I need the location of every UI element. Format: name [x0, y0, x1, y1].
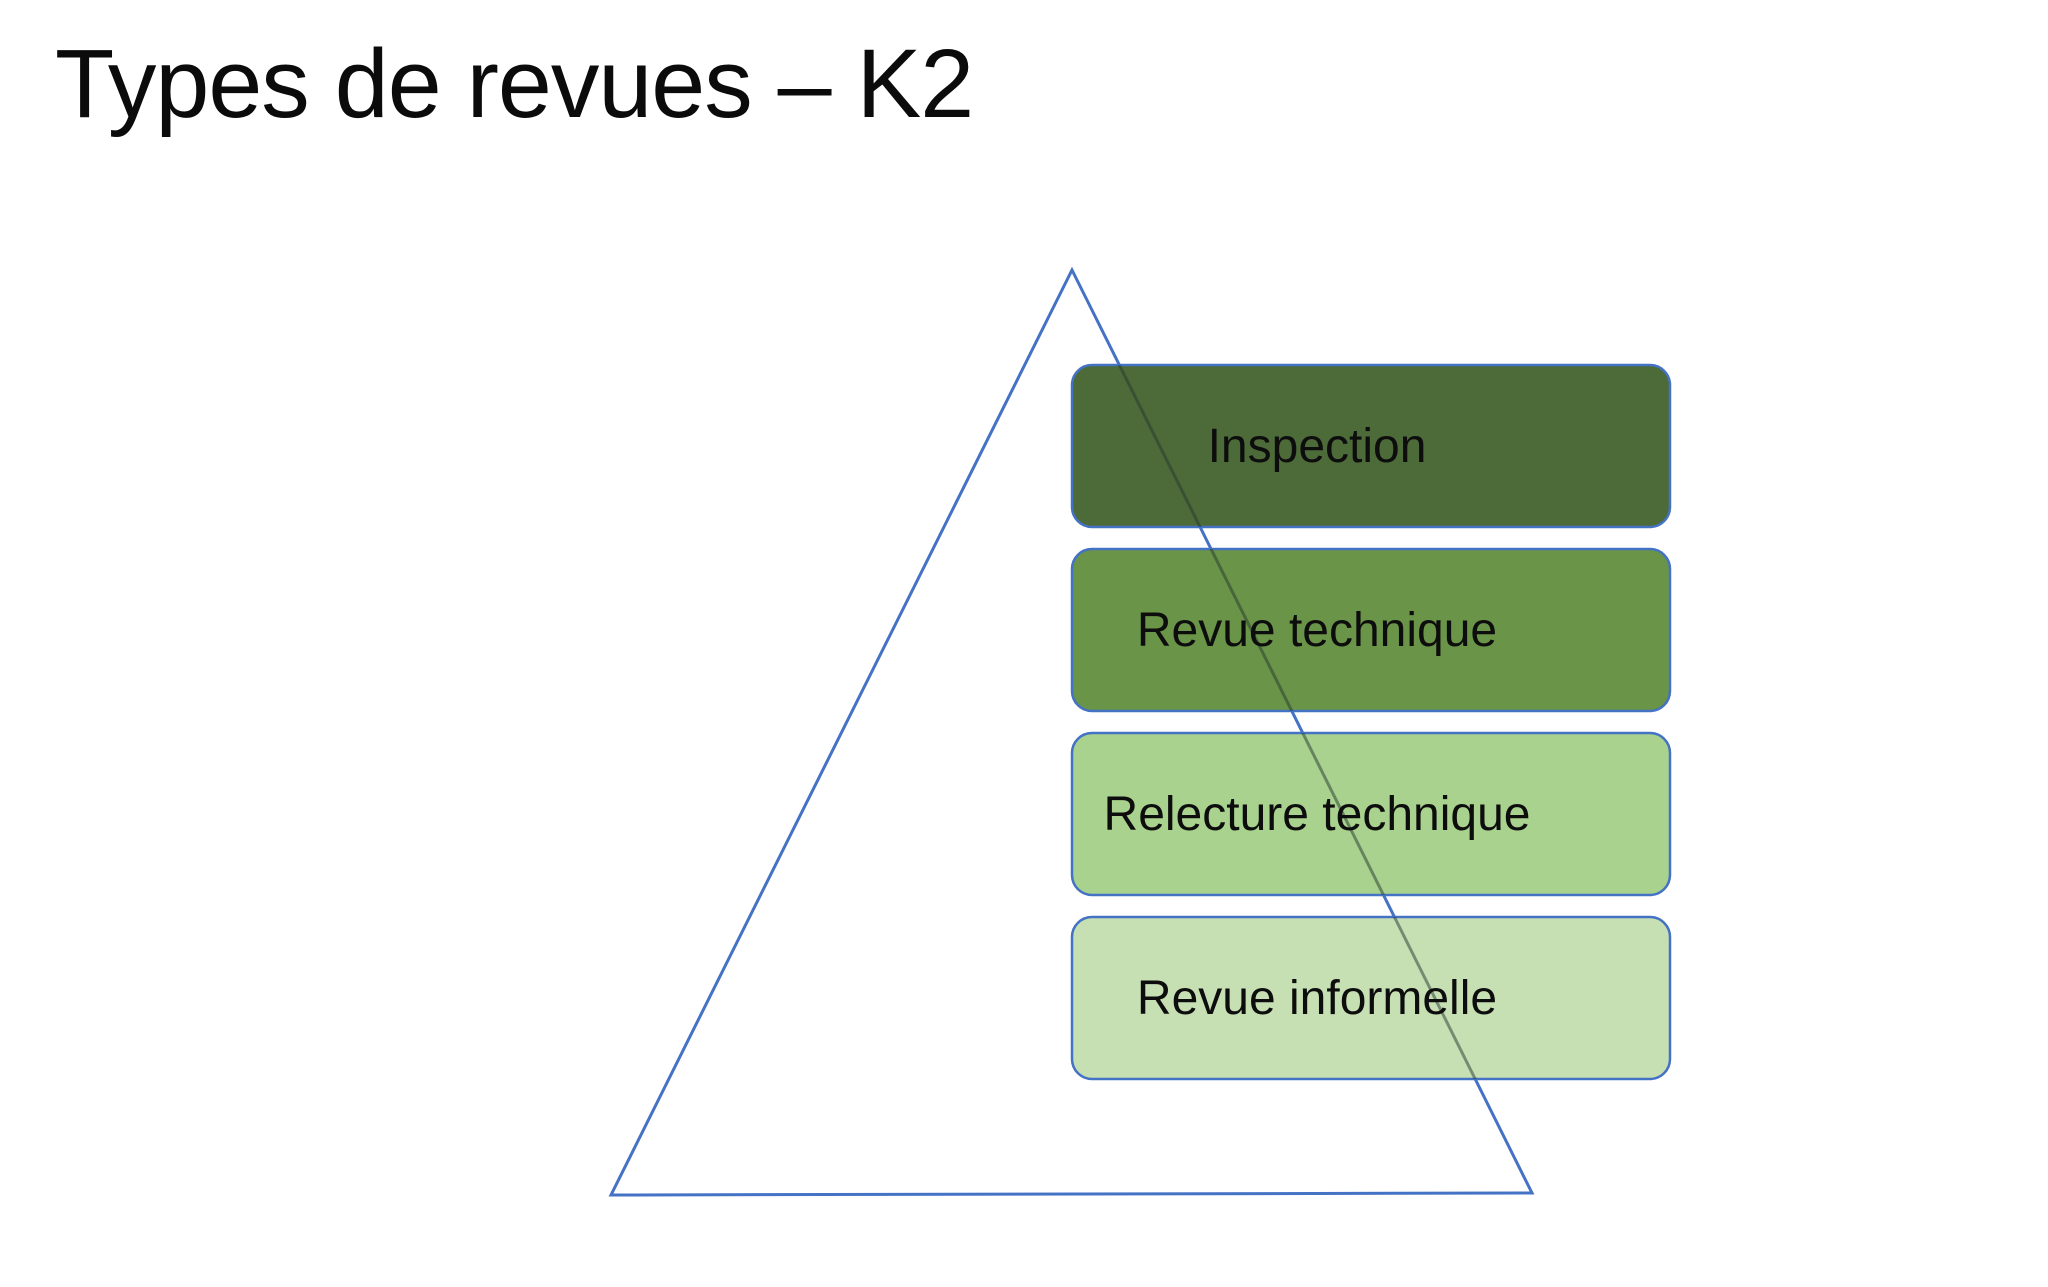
- level-box-revue-technique: [1070, 547, 1672, 713]
- level-box-inspection: [1070, 363, 1672, 529]
- level-label-revue-informelle: Revue informelle: [1136, 971, 1498, 1025]
- level-box-relecture-technique: [1070, 731, 1672, 897]
- pyramid-triangle-outline: [608, 266, 1535, 1197]
- level-box-revue-informelle: [1070, 915, 1672, 1081]
- level-label-relecture-technique: Relecture technique: [1103, 787, 1531, 841]
- level-label-inspection: Inspection: [1207, 419, 1427, 473]
- slide-title: Types de revues – K2: [55, 29, 974, 138]
- level-label-revue-technique: Revue technique: [1136, 603, 1498, 657]
